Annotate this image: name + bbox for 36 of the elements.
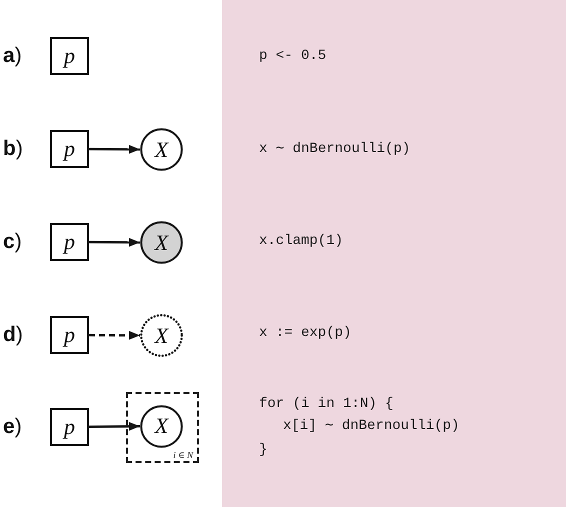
node-label: X xyxy=(154,414,168,438)
stochastic-node xyxy=(140,128,183,171)
node-label: p xyxy=(64,44,75,68)
panel-label: d) xyxy=(3,323,23,347)
panel-label: b) xyxy=(3,137,23,161)
node-label: p xyxy=(64,137,75,161)
panel-label: e) xyxy=(3,415,22,439)
deterministic-node xyxy=(140,314,183,357)
constant-node xyxy=(50,316,89,354)
code-line: x.clamp(1) xyxy=(259,233,344,249)
node-label: X xyxy=(154,324,168,348)
code-line: } xyxy=(259,442,268,458)
code-line: x := exp(p) xyxy=(259,325,352,341)
code-line: p <- 0.5 xyxy=(259,48,326,64)
panel-label: c) xyxy=(3,230,22,254)
panel-label: a) xyxy=(3,44,22,68)
constant-node xyxy=(50,37,89,75)
node-label: X xyxy=(154,138,168,162)
constant-node xyxy=(50,130,89,168)
plate-index-label: i ∈ N xyxy=(173,450,193,460)
dashed-arrow xyxy=(89,330,140,340)
constant-node xyxy=(50,408,89,446)
constant-node xyxy=(50,223,89,261)
code-line: for (i in 1:N) { xyxy=(259,396,394,412)
stochastic-node xyxy=(140,404,183,448)
node-label: X xyxy=(154,230,168,254)
node-label: p xyxy=(64,415,75,439)
arrow xyxy=(89,238,140,247)
arrow xyxy=(89,144,140,154)
node-label: p xyxy=(64,230,75,254)
plate-box xyxy=(126,392,199,463)
code-line: x ∼ dnBernoulli(p) xyxy=(259,141,410,157)
node-label: p xyxy=(64,323,75,347)
observed-node xyxy=(140,221,183,264)
code-line: x[i] ∼ dnBernoulli(p) xyxy=(283,418,460,434)
arrow xyxy=(88,422,140,431)
